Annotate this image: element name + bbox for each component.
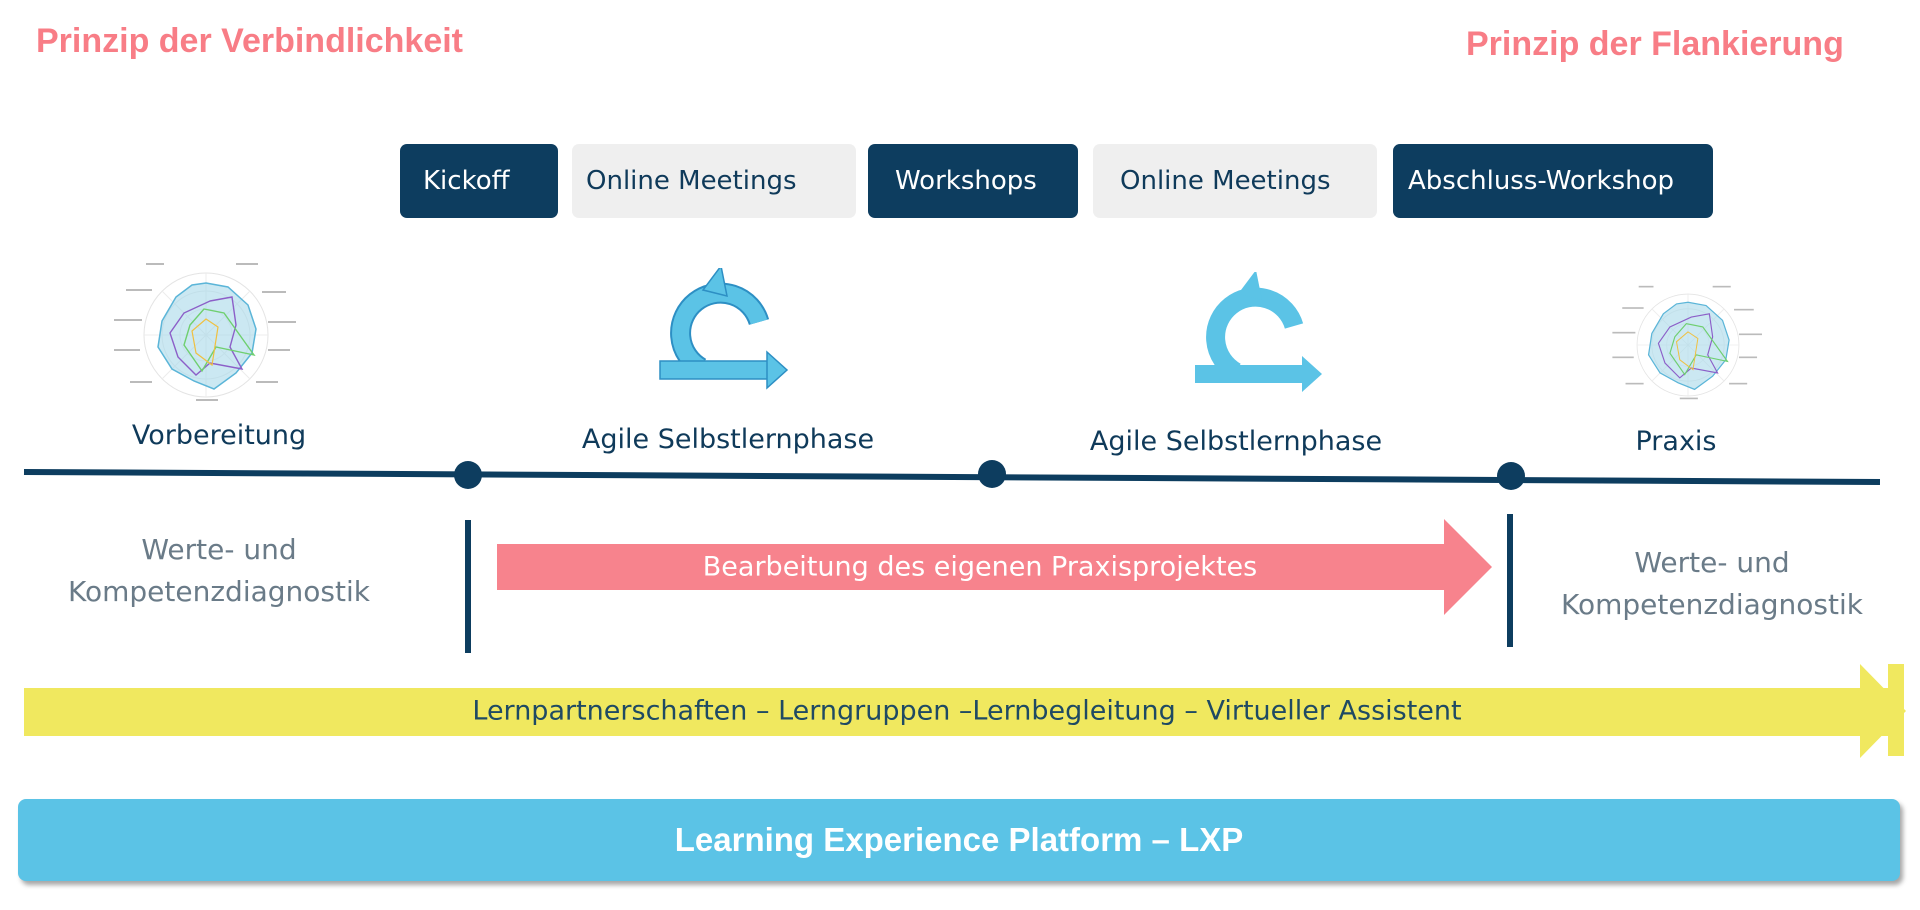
stage-label-agile-phase-2: Agile Selbstlernphase (1089, 426, 1383, 457)
phase-online-meetings-1: Online Meetings (572, 144, 856, 218)
milestone-dot (454, 461, 482, 489)
phase-online-meetings-2: Online Meetings (1093, 144, 1377, 218)
radar-chart-icon (1612, 285, 1762, 400)
diagnostics-left: Werte- und Kompetenzdiagnostik (68, 529, 370, 613)
diagnostics-right: Werte- und Kompetenzdiagnostik (1561, 542, 1863, 626)
stage-label-preparation: Vorbereitung (131, 420, 307, 451)
project-arrow (497, 519, 1492, 615)
stage-label-practice: Praxis (1635, 426, 1717, 457)
diagnostics-line: Werte- und (141, 533, 297, 566)
milestone-dot (978, 460, 1006, 488)
platform-bar: Learning Experience Platform – LXP (18, 799, 1900, 881)
agile-cycle-icon (1195, 272, 1322, 392)
agile-cycle-icon (659, 268, 789, 390)
phase-closing-workshop: Abschluss-Workshop (1393, 144, 1713, 218)
diagnostics-line: Kompetenzdiagnostik (1561, 588, 1863, 621)
stage-label-agile-phase-1: Agile Selbstlernphase (581, 424, 875, 455)
phase-workshops: Workshops (868, 144, 1078, 218)
diagnostics-line: Kompetenzdiagnostik (68, 575, 370, 608)
platform-label: Learning Experience Platform – LXP (674, 821, 1244, 858)
timeline-line (23, 469, 1881, 485)
phase-kickoff: Kickoff (400, 144, 558, 218)
radar-chart-icon (114, 263, 296, 401)
project-arrow-label: Bearbeitung des eigenen Praxisprojektes (702, 551, 1258, 583)
milestone-dot (1497, 462, 1525, 490)
diagnostics-line: Werte- und (1634, 546, 1790, 579)
principle-flanking: Prinzip der Flankierung (1466, 25, 1844, 63)
principle-commitment: Prinzip der Verbindlichkeit (36, 22, 463, 60)
support-arrow-label: Lernpartnerschaften – Lerngruppen –Lernb… (472, 695, 1462, 727)
